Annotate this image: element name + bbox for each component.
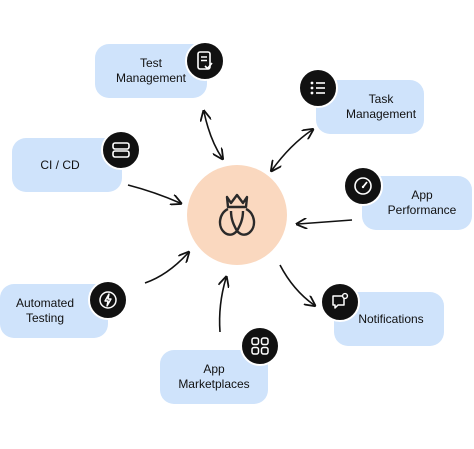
gauge-icon	[343, 166, 383, 206]
arrow-task-management	[272, 130, 312, 170]
checklist-document-icon	[185, 41, 225, 81]
label-notifications: Notifications	[358, 311, 424, 326]
server-icon	[101, 130, 141, 170]
chat-notification-icon	[320, 282, 360, 322]
hub-logo	[187, 165, 287, 265]
arrow-app-performance	[298, 220, 353, 224]
node-app-marketplaces: App Marketplaces	[160, 350, 268, 404]
label-test-management: Test Management	[115, 56, 187, 85]
label-app-performance: App Performance	[387, 188, 457, 217]
label-ci-cd: CI / CD	[40, 157, 80, 172]
crown-shield-logo-icon	[218, 193, 256, 236]
lightning-icon	[88, 280, 128, 320]
arrow-test-management	[204, 112, 222, 158]
arrow-ci-cd	[127, 184, 180, 203]
label-automated-testing: Automated Testing	[15, 296, 75, 325]
arrow-app-marketplaces	[220, 278, 226, 333]
label-task-management: Task Management	[345, 92, 417, 121]
label-app-marketplaces: App Marketplaces	[178, 362, 250, 391]
arrow-automated-testing	[144, 253, 188, 284]
grid-apps-icon	[240, 326, 280, 366]
arrow-notifications	[279, 264, 314, 305]
list-icon	[298, 68, 338, 108]
